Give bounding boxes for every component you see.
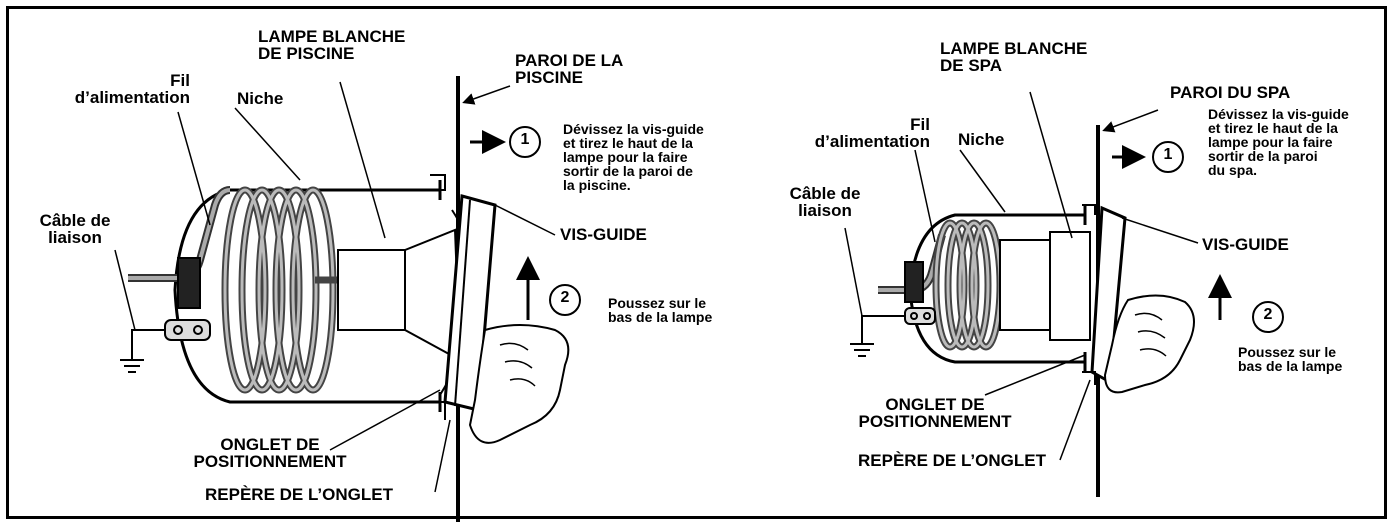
pool-ground-wire — [131, 329, 165, 360]
pool-ground-symbol — [120, 359, 144, 373]
spa-hand — [1103, 294, 1195, 394]
spa-pilot-screw-label: VIS-GUIDE — [1202, 235, 1289, 254]
pool-niche-housing — [173, 188, 440, 404]
pool-step2-text: Poussez sur le bas de la lampe — [608, 295, 713, 325]
pool-bond-cable-label: Câble de liaison — [39, 211, 111, 248]
spa-wall-label: PAROI DU SPA — [1170, 83, 1291, 102]
pool-hand — [468, 324, 570, 444]
diagram-frame — [6, 6, 1387, 519]
spa-lamp-title: LAMPE BLANCHE DE SPA — [940, 39, 1088, 76]
pool-pilot-screw-label: VIS-GUIDE — [560, 225, 647, 244]
pool-power-cord-label: Fil d’alimentation — [74, 71, 190, 108]
spa-step1-text: Dévissez la vis-guide et tirez le haut d… — [1208, 106, 1349, 178]
pool-step2-number: 2 — [560, 289, 570, 306]
spa-illustration — [850, 125, 1195, 497]
spa-step1-circle — [1152, 141, 1184, 173]
spa-step2-circle — [1252, 301, 1284, 333]
pool-tab-mark-label: REPÈRE DE L’ONGLET — [205, 485, 393, 504]
spa-lamp-body — [999, 231, 1091, 341]
pool-illustration — [120, 76, 570, 522]
pool-step1-circle — [509, 126, 541, 158]
pool-step1-text: Dévissez la vis-guide et tirez le haut d… — [563, 121, 704, 193]
spa-tab-mark-label: REPÈRE DE L’ONGLET — [858, 451, 1046, 470]
pool-lamp-title: LAMPE BLANCHE DE PISCINE — [258, 27, 406, 64]
pool-step2-circle — [549, 284, 581, 316]
spa-bond-cable-label: Câble de liaison — [789, 184, 861, 221]
spa-ground-symbol — [850, 343, 874, 357]
spa-niche-label: Niche — [958, 130, 1005, 149]
pool-lamp-body — [337, 228, 462, 362]
spa-leader-lines — [844, 91, 1199, 461]
spa-step2-text: Poussez sur le bas de la lampe — [1238, 344, 1343, 374]
pool-locating-tab-label: ONGLET DE POSITIONNEMENT — [193, 435, 347, 472]
spa-power-cord-label: Fil d’alimentation — [814, 115, 930, 152]
pool-step1-number: 1 — [520, 131, 530, 148]
spa-locating-tab-label: ONGLET DE POSITIONNEMENT — [858, 395, 1012, 432]
spa-step1-number: 1 — [1163, 146, 1173, 163]
pool-leader-lines — [114, 81, 556, 493]
spa-step2-number: 2 — [1263, 306, 1273, 323]
pool-niche-label: Niche — [237, 89, 284, 108]
spa-ground-wire — [861, 315, 905, 344]
pool-cord-clamp — [177, 257, 201, 309]
spa-cord-coil — [932, 219, 1004, 351]
pool-bond-lug — [164, 319, 211, 341]
spa-cord-clamp — [904, 261, 924, 303]
pool-wall-label: PAROI DE LA PISCINE — [515, 51, 624, 88]
